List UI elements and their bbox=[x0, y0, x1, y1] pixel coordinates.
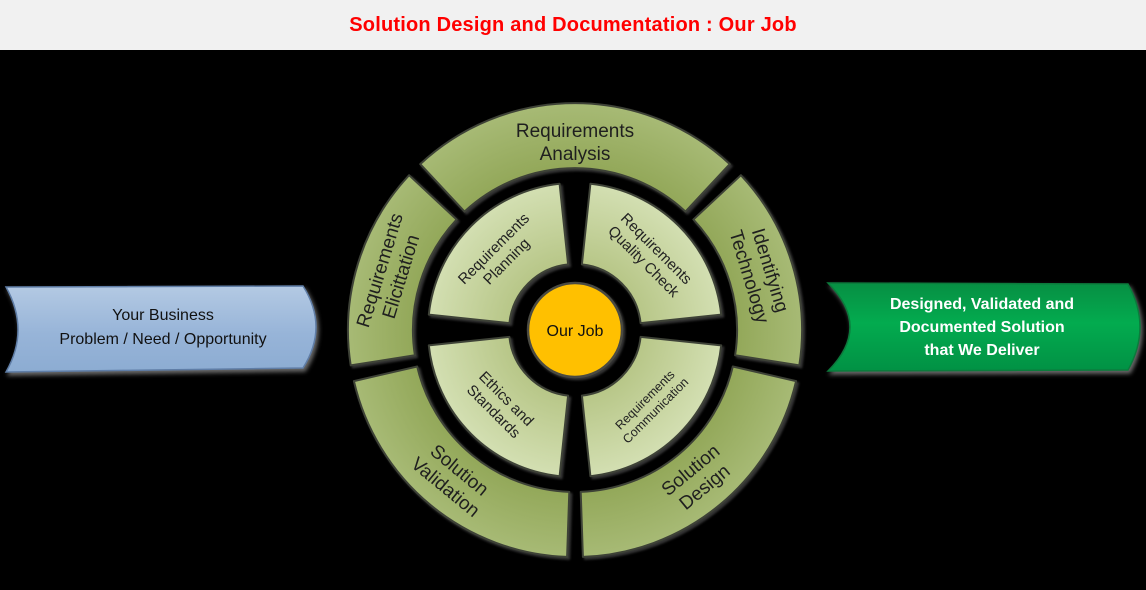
outer-segment-identifying-technology bbox=[692, 174, 804, 367]
input-banner-line2: Problem / Need / Opportunity bbox=[59, 331, 266, 348]
inner-segment-ethics-and-standards bbox=[427, 335, 570, 478]
process-wheel: Requirements Analysis Identifying Techno… bbox=[346, 102, 804, 558]
outer-segment-requirements-analysis bbox=[419, 102, 731, 213]
input-banner-shape bbox=[4, 285, 317, 373]
inner-segment-requirements-planning bbox=[427, 182, 570, 325]
center-circle bbox=[526, 281, 624, 379]
input-banner: Your Business Problem / Need / Opportuni… bbox=[4, 285, 317, 373]
outer-segment-requirements-elicitation bbox=[346, 174, 458, 367]
output-banner-line2: Documented Solution bbox=[899, 319, 1064, 336]
svg-text:Requirements: Requirements bbox=[516, 121, 634, 142]
inner-segment-requirements-communication bbox=[580, 335, 723, 478]
output-banner-line1: Designed, Validated and bbox=[890, 296, 1074, 313]
outer-segment-solution-validation bbox=[352, 365, 571, 558]
page-title: Solution Design and Documentation : Our … bbox=[349, 13, 797, 36]
label-requirements-analysis: Requirements Analysis bbox=[516, 121, 634, 165]
output-banner-shape bbox=[826, 282, 1141, 372]
output-banner: Designed, Validated and Documented Solut… bbox=[826, 282, 1141, 372]
svg-text:Analysis: Analysis bbox=[540, 144, 611, 165]
title-bar: Solution Design and Documentation : Our … bbox=[0, 0, 1146, 50]
center-label: Our Job bbox=[547, 323, 604, 340]
inner-segment-requirements-quality-check bbox=[580, 182, 723, 325]
input-banner-line1: Your Business bbox=[112, 307, 214, 324]
outer-segment-solution-design bbox=[579, 365, 798, 558]
output-banner-line3: that We Deliver bbox=[924, 342, 1039, 359]
